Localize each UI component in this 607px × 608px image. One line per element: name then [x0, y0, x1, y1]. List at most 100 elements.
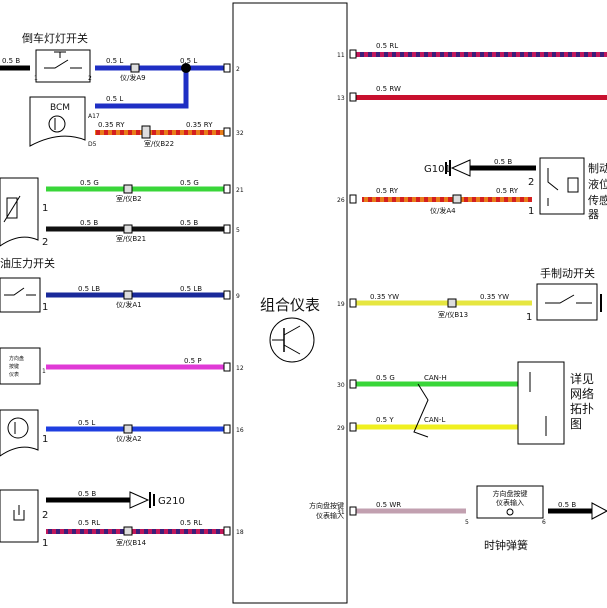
- svg-text:1: 1: [42, 302, 48, 313]
- small-box: 方向盘 按键 仪表: [0, 347, 41, 385]
- svg-text:29: 29: [337, 425, 345, 432]
- svg-text:传感: 传感: [588, 194, 607, 207]
- svg-text:方向盘按键: 方向盘按键: [493, 489, 528, 498]
- svg-text:仪表: 仪表: [9, 371, 19, 378]
- oil-switch-label: 油压力开关: [0, 256, 55, 270]
- svg-text:1: 1: [42, 538, 48, 549]
- oil-switch: [0, 277, 41, 313]
- cluster-title: 组合仪表: [260, 296, 320, 314]
- svg-text:30: 30: [337, 382, 345, 389]
- svg-text:室/仪B14: 室/仪B14: [116, 538, 147, 547]
- svg-text:A17: A17: [88, 113, 100, 120]
- g210-label: G210: [158, 496, 185, 507]
- brake-fluid-sensor: [539, 157, 585, 215]
- svg-text:5: 5: [465, 519, 469, 526]
- svg-text:0.5 WR: 0.5 WR: [376, 501, 401, 509]
- hand-brake-switch: [536, 283, 602, 321]
- network-box: [517, 361, 565, 445]
- svg-text:2: 2: [42, 237, 48, 248]
- seatbelt-switch: [0, 489, 39, 543]
- brake-fluid-label: 器: [588, 208, 599, 221]
- wire-labels: 0.5 B 0.5 L 0.5 L 0.5 L 0.35 RY 0.35 RY …: [2, 42, 576, 527]
- svg-text:2: 2: [88, 75, 92, 82]
- svg-text:32: 32: [236, 130, 244, 137]
- svg-text:0.5 B: 0.5 B: [78, 490, 96, 498]
- svg-text:0.5 L: 0.5 L: [180, 57, 197, 65]
- clock-spring: 方向盘按键 仪表输入: [476, 485, 544, 519]
- svg-text:详见: 详见: [570, 371, 594, 386]
- svg-text:方向盘: 方向盘: [9, 355, 24, 362]
- svg-text:13: 13: [337, 95, 345, 102]
- svg-text:0.5 RL: 0.5 RL: [376, 42, 398, 50]
- inline-connectors: [123, 63, 462, 536]
- svg-text:5: 5: [236, 227, 240, 234]
- g101-label: G101: [424, 164, 451, 175]
- svg-text:0.5 L: 0.5 L: [106, 95, 123, 103]
- pin-numbers: 2 32 21 5 9 12 16 18 11 13 26 19 30 29 3…: [236, 52, 345, 536]
- svg-text:0.35 YW: 0.35 YW: [370, 293, 399, 301]
- svg-text:0.5 B: 0.5 B: [494, 158, 512, 166]
- component-pin-labels: 1 2 A17 D5 1 2 1 1 1 2 1 2 1 1 5 6: [34, 75, 546, 549]
- svg-text:1: 1: [42, 368, 46, 375]
- svg-text:1: 1: [42, 434, 48, 445]
- svg-text:液位: 液位: [588, 177, 607, 191]
- fuel-sensor: [0, 177, 39, 247]
- svg-text:0.5 B: 0.5 B: [180, 219, 198, 227]
- svg-text:26: 26: [337, 197, 345, 204]
- svg-text:16: 16: [236, 427, 244, 434]
- arrow-icon: [591, 502, 607, 520]
- svg-text:9: 9: [236, 293, 240, 300]
- svg-text:1: 1: [526, 312, 532, 323]
- svg-text:室/仪B13: 室/仪B13: [438, 310, 468, 319]
- svg-text:11: 11: [337, 52, 345, 59]
- svg-text:0.5 LB: 0.5 LB: [180, 285, 202, 293]
- svg-text:21: 21: [236, 187, 244, 194]
- wire-pin18: [46, 529, 228, 534]
- svg-text:18: 18: [236, 529, 244, 536]
- wire-pin13: [352, 95, 607, 100]
- svg-text:6: 6: [542, 519, 546, 526]
- svg-text:室/仪B21: 室/仪B21: [116, 234, 146, 243]
- svg-text:0.5 B: 0.5 B: [558, 501, 576, 509]
- svg-text:2: 2: [42, 510, 48, 521]
- bcm-label: BCM: [50, 103, 70, 113]
- svg-text:室/仪B2: 室/仪B2: [116, 194, 142, 203]
- wire-pin32: [95, 130, 228, 135]
- svg-text:0.5 G: 0.5 G: [180, 179, 199, 187]
- cluster-box: [232, 2, 348, 604]
- svg-text:CAN-L: CAN-L: [424, 416, 445, 424]
- svg-text:CAN-H: CAN-H: [424, 374, 447, 382]
- svg-text:0.5 LB: 0.5 LB: [78, 285, 100, 293]
- svg-text:0.5 G: 0.5 G: [80, 179, 99, 187]
- svg-text:0.5 RY: 0.5 RY: [376, 187, 399, 195]
- reverse-switch-label: 倒车灯灯开关: [22, 31, 88, 45]
- svg-text:0.5 G: 0.5 G: [376, 374, 395, 382]
- svg-text:仪/发A1: 仪/发A1: [116, 300, 142, 309]
- svg-text:0.5 RL: 0.5 RL: [78, 519, 100, 527]
- svg-text:12: 12: [236, 365, 244, 372]
- reverse-switch: [35, 49, 91, 83]
- svg-text:室/仪B22: 室/仪B22: [144, 139, 174, 148]
- speed-sensor: [0, 409, 39, 457]
- transistor-icon: [269, 317, 315, 363]
- wire-bcm: [95, 68, 189, 109]
- svg-text:按键: 按键: [9, 363, 19, 370]
- svg-text:0.35 RY: 0.35 RY: [98, 121, 125, 129]
- svg-text:1: 1: [42, 203, 48, 214]
- svg-text:0.5 L: 0.5 L: [106, 57, 123, 65]
- wire-pin11: [352, 52, 607, 57]
- svg-text:0.5 Y: 0.5 Y: [376, 416, 394, 424]
- steering-input-label: 仪表输入: [316, 511, 344, 520]
- svg-text:制动: 制动: [588, 162, 607, 175]
- svg-text:31: 31: [337, 509, 345, 516]
- can-twist: [413, 383, 429, 438]
- svg-text:方向盘按键: 方向盘按键: [309, 501, 344, 510]
- bcm-module: [29, 96, 86, 147]
- splice-dot: [181, 63, 191, 73]
- svg-text:1: 1: [528, 206, 534, 217]
- svg-text:2: 2: [528, 177, 534, 188]
- svg-text:网络: 网络: [570, 386, 594, 401]
- svg-text:0.5 B: 0.5 B: [80, 219, 98, 227]
- svg-text:D5: D5: [88, 141, 97, 148]
